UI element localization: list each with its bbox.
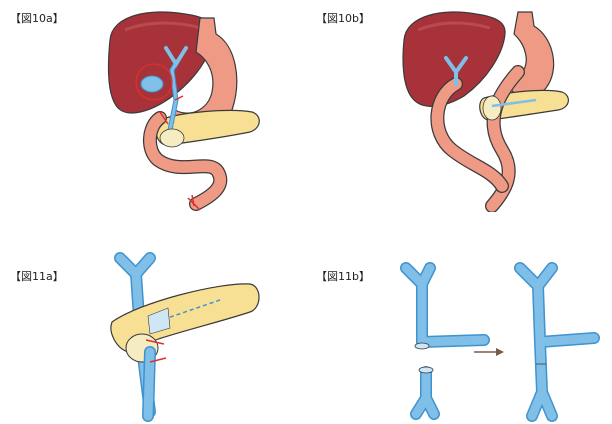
liver (107, 11, 215, 114)
incision-mark-1 (159, 111, 169, 125)
gallbladder (140, 75, 164, 93)
pancreatic-duct (149, 299, 221, 325)
incision-mark-1 (145, 339, 165, 345)
incision-mark-2 (149, 357, 167, 363)
pancreatic-duct (491, 98, 537, 108)
figure-10b-illustration (402, 11, 569, 212)
panel-figure-10b: 【図10b】 (306, 0, 612, 212)
gallbladder-circle-mark (135, 63, 173, 101)
figure-11a-label: 【図11a】 (10, 270, 64, 283)
panel-figure-11a: 【図11a】 (0, 212, 306, 424)
figure-10b-label: 【図10b】 (316, 12, 370, 25)
anastomosis-pancreas (482, 95, 502, 121)
pancreatic-duct-section (147, 307, 171, 335)
figure-11b-label: 【図11b】 (316, 270, 370, 283)
hepatic-duct-y (164, 46, 188, 68)
vessel-after (514, 262, 600, 422)
right-arrow-icon (474, 348, 504, 356)
liver (402, 11, 506, 107)
figure-10a-label: 【図10a】 (10, 12, 64, 25)
figure-10a-illustration (107, 11, 260, 211)
figure-11a-illustration (110, 252, 260, 422)
vessel-before (400, 262, 490, 420)
figure-11b-illustration (400, 262, 600, 422)
incision-mark-4 (191, 194, 195, 207)
incision-mark-2 (174, 95, 184, 101)
panel-figure-10a: 【図10a】 (0, 0, 306, 212)
panel-figure-11b: 【図11b】 (306, 212, 612, 424)
pancreatic-head-highlight (159, 128, 185, 148)
